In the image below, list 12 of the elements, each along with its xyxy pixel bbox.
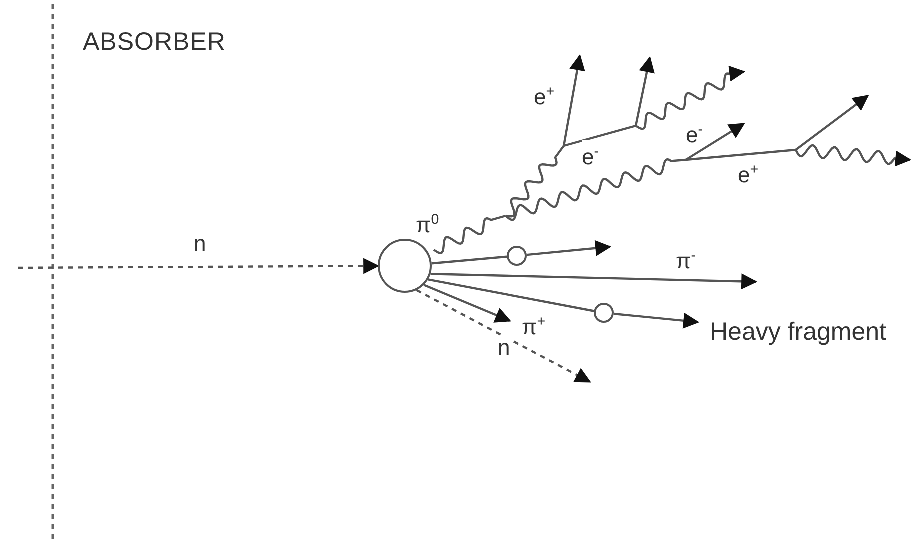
particle-track — [432, 256, 508, 265]
neutron-track — [18, 258, 380, 274]
vertex-circle — [594, 303, 614, 323]
pion-track — [430, 273, 758, 290]
vertex-circle — [507, 246, 527, 266]
particle-track — [428, 278, 594, 312]
particle-track — [526, 240, 612, 256]
particle-track — [614, 312, 700, 329]
neutron-track — [416, 289, 592, 383]
pion-track — [424, 284, 512, 323]
interaction-circle — [378, 239, 432, 293]
fragment-label: Heavy fragment — [698, 319, 913, 347]
